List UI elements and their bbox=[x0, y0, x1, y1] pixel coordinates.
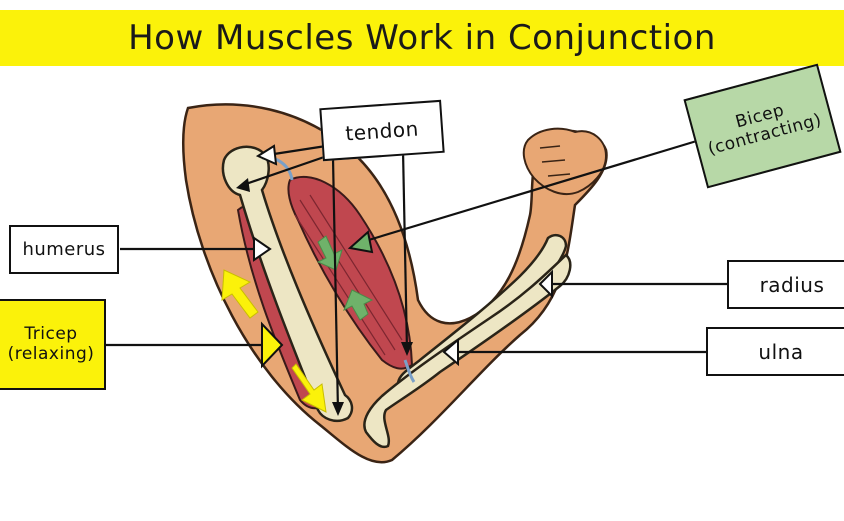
leader-bicep bbox=[361, 138, 701, 244]
label-humerus: humerus bbox=[9, 225, 119, 274]
page-title: How Muscles Work in Conjunction bbox=[128, 18, 716, 58]
leader-tendon-upper bbox=[273, 144, 327, 156]
fist-outline bbox=[522, 127, 608, 196]
label-radius: radius bbox=[727, 260, 844, 309]
label-tendon: tendon bbox=[319, 99, 445, 162]
label-tricep: Tricep (relaxing) bbox=[0, 299, 106, 390]
arrowhead-ulna-icon bbox=[442, 337, 459, 367]
yellow-arrow-up-icon bbox=[221, 269, 259, 319]
arrowhead-humerus-icon bbox=[253, 236, 272, 262]
arrowhead-tricep-icon bbox=[261, 321, 284, 369]
leader-tendon-right-vertical bbox=[401, 149, 409, 351]
arrowhead-tendon-left-icon bbox=[332, 402, 344, 416]
yellow-arrow-down-icon bbox=[291, 363, 327, 413]
leader-tendon-left-vertical bbox=[331, 157, 340, 413]
arrowhead-tendon-right-icon bbox=[401, 342, 413, 356]
tendon-lower bbox=[403, 359, 416, 383]
title-bar: How Muscles Work in Conjunction bbox=[0, 10, 844, 66]
arrowhead-tendon-humerus-icon bbox=[236, 178, 250, 192]
fist-fingers bbox=[539, 145, 571, 177]
green-arrow-up-icon bbox=[343, 289, 374, 321]
arrowhead-tendon-upper-icon bbox=[255, 144, 278, 166]
arrowhead-bicep-icon bbox=[347, 230, 374, 254]
arrowhead-radius-icon bbox=[538, 269, 553, 299]
leader-tendon-humerus bbox=[239, 153, 331, 188]
muscle-fibers bbox=[249, 194, 403, 391]
label-ulna: ulna bbox=[706, 327, 844, 376]
